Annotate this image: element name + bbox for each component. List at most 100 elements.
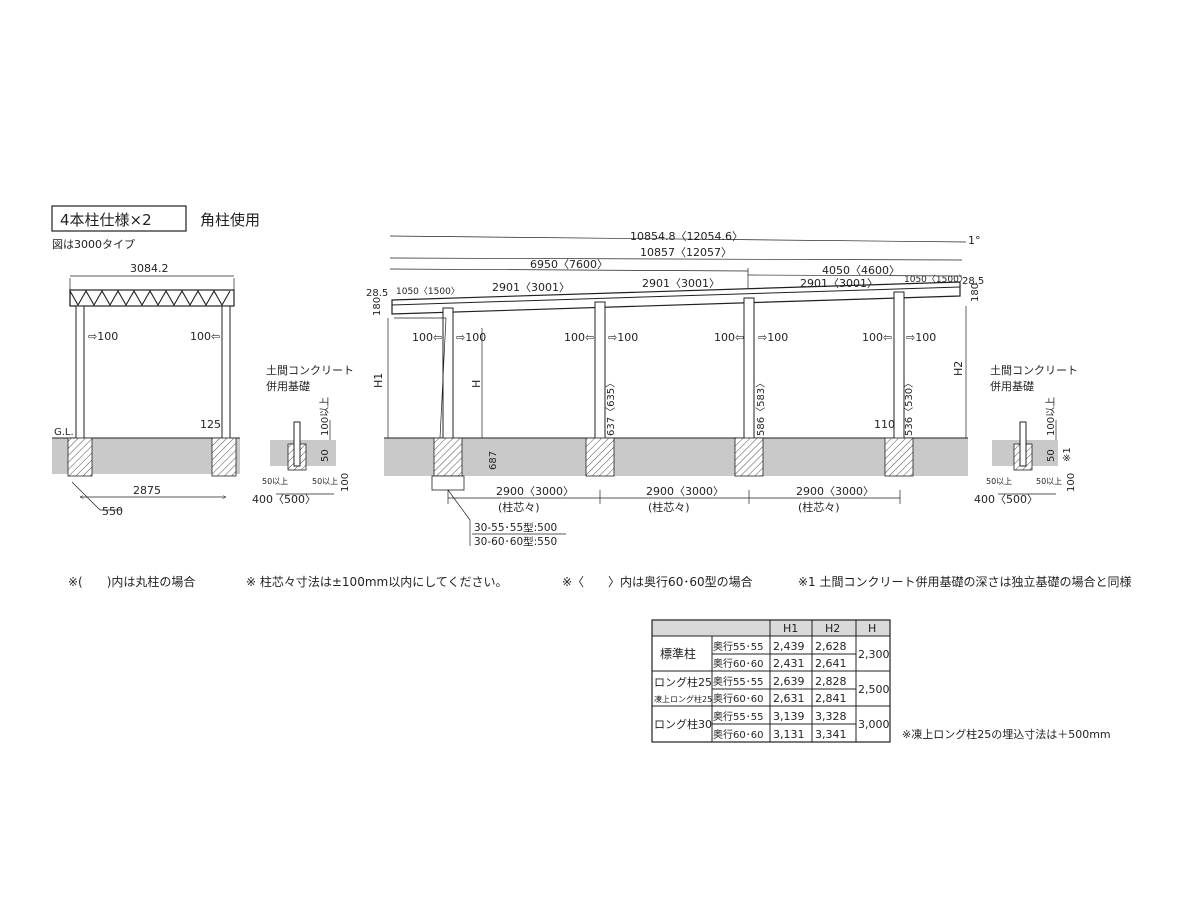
foundation-right-mark: ※1 (1062, 447, 1073, 462)
table-cell: 2,431 (773, 657, 805, 670)
front-h1: H1 (372, 373, 385, 388)
foundation-left-width: 400〈500〉 (252, 493, 316, 506)
spec-box (51, 205, 187, 232)
table-cell: 奥行55･55 (713, 710, 763, 723)
table-cell: 2,828 (815, 675, 847, 688)
foundation-left-d100: 100 (340, 473, 351, 492)
front-slope: 1° (968, 234, 981, 247)
foundation-right-title-2: 併用基礎 (990, 379, 1034, 393)
table-cell: 奥行55･55 (713, 640, 763, 653)
front-pitch-note-1: (柱芯々) (498, 500, 540, 514)
note-2: ※ 柱芯々寸法は±100mm以内にしてください。 (246, 574, 508, 589)
table-cell: 3,139 (773, 710, 805, 723)
front-post-2-right: ⇨100 (608, 331, 638, 344)
side-footing-left (67, 437, 93, 477)
table-cell: 2,439 (773, 640, 805, 653)
note-1: ※( )内は丸柱の場合 (68, 574, 195, 589)
table-header-h1: H1 (783, 622, 798, 635)
foundation-left: 土間コンクリート 併用基礎 100以上 50 100 50以上 50以上 400… (252, 364, 354, 506)
table-cell: 奥行60･60 (713, 728, 763, 741)
front-bay-1: 2901〈3001〉 (492, 281, 570, 294)
front-post-1-right: ⇨100 (456, 331, 486, 344)
foundation-right-d50: 50 (1046, 449, 1057, 462)
side-width-top: 3084.2 (130, 262, 169, 275)
front-post-4-right: ⇨100 (906, 331, 936, 344)
foundation-left-depth: 100以上 (319, 397, 331, 436)
table-cell: 2,639 (773, 675, 805, 688)
foundation-right-title-1: 土間コンクリート (990, 364, 1078, 377)
front-top-left: 28.5 (366, 288, 388, 299)
table-group-2-name-2: 凍上ロング柱25 (654, 694, 712, 704)
foundation-left-title-1: 土間コンクリート (266, 364, 354, 377)
front-h: H (470, 380, 483, 388)
note-3: ※〈 〉内は奥行60･60型の場合 (562, 574, 753, 589)
table-cell: 奥行60･60 (713, 692, 763, 705)
front-post-3-right: ⇨100 (758, 331, 788, 344)
front-post-2-left: 100⇦ (564, 331, 594, 344)
side-width-bottom: 2875 (133, 484, 161, 497)
front-type-60: 30-60･60型:550 (474, 535, 557, 548)
front-bay-3: 2901〈3001〉 (800, 277, 878, 290)
side-gl-label: G.L. (54, 427, 74, 438)
table-group-3-h: 3,000 (858, 718, 890, 731)
foundation-left-title-2: 併用基礎 (266, 379, 310, 393)
front-footing-1 (433, 437, 463, 477)
foundation-right-depth: 100以上 (1045, 397, 1057, 436)
front-footing-3 (734, 437, 764, 477)
front-top-right: 28.5 (962, 276, 984, 287)
front-dim-110: 110 (874, 418, 895, 431)
foundation-right-width: 400〈500〉 (974, 493, 1038, 506)
front-span-4050: 4050〈4600〉 (822, 264, 900, 277)
table-cell: 3,131 (773, 728, 805, 741)
front-pitch-note-2: (柱芯々) (648, 500, 690, 514)
spec-side-label: 角柱使用 (200, 211, 260, 229)
front-span-6950: 6950〈7600〉 (530, 258, 608, 271)
spec-box-label: 4本柱仕様×2 (60, 211, 152, 229)
table-cell: 奥行60･60 (713, 657, 763, 670)
front-overhang-right: 1050〈1500〉 (904, 274, 968, 285)
foundation-left-side-b: 50以上 (312, 477, 338, 486)
truss-zigzag (69, 288, 231, 307)
front-pitch-1: 2900〈3000〉 (496, 485, 574, 498)
table-cell: 2,641 (815, 657, 847, 670)
height-table: H1 H2 H 標準柱 奥行55･55 2,439 2,628 奥行60･60 … (651, 619, 891, 743)
figure-note: 図は3000タイプ (52, 238, 135, 251)
foundation-right: 土間コンクリート 併用基礎 100以上 50 ※1 100 50以上 50以上 … (974, 364, 1078, 506)
front-h2: H2 (952, 361, 965, 376)
front-view: 10854.8〈12054.6〉 1° 10857〈12057〉 6950〈76… (366, 230, 984, 548)
front-overhang-left: 1050〈1500〉 (396, 286, 460, 297)
front-post-1-left: 100⇦ (412, 331, 442, 344)
front-post-4-left: 100⇦ (862, 331, 892, 344)
front-footing-2 (585, 437, 615, 477)
table-group-3-name: ロング柱30 (654, 717, 712, 731)
side-footing-right (211, 437, 237, 477)
table-note: ※凍上ロング柱25の埋込寸法は＋500mm (902, 727, 1111, 741)
front-dim-637: 637〈635〉 (605, 378, 617, 436)
foundation-right-side-a: 50以上 (986, 477, 1012, 486)
table-cell: 2,628 (815, 640, 847, 653)
front-pitch-3: 2900〈3000〉 (796, 485, 874, 498)
front-post-3-left: 100⇦ (714, 331, 744, 344)
front-type-55: 30-55･55型:500 (474, 521, 557, 534)
side-post-right-label: 100⇦ (190, 330, 220, 343)
front-h180-right: 180 (970, 283, 981, 302)
side-view: 3084.2 ⇨100 100⇦ 125 G.L. 2875 550 (52, 262, 240, 518)
foundation-left-side-a: 50以上 (262, 477, 288, 486)
table-cell: 奥行55･55 (713, 675, 763, 688)
side-gutter-height: 125 (200, 418, 221, 431)
front-dim-687: 687 (488, 451, 499, 470)
front-dim-536: 536〈530〉 (903, 378, 915, 436)
table-header-h2: H2 (825, 622, 840, 635)
table-header-h: H (868, 622, 876, 635)
front-dim-586: 586〈583〉 (755, 378, 767, 436)
foundation-right-side-b: 50以上 (1036, 477, 1062, 486)
front-pitch-note-3: (柱芯々) (798, 500, 840, 514)
front-overall-top: 10854.8〈12054.6〉 (630, 230, 743, 243)
front-overall-second: 10857〈12057〉 (640, 246, 732, 259)
front-bay-2: 2901〈3001〉 (642, 277, 720, 290)
note-4: ※1 土間コンクリート併用基礎の深さは独立基礎の場合と同様 (798, 574, 1132, 589)
side-post-left-label: ⇨100 (88, 330, 118, 343)
table-group-2-name-1: ロング柱25 (654, 675, 712, 689)
table-group-2-h: 2,500 (858, 683, 890, 696)
